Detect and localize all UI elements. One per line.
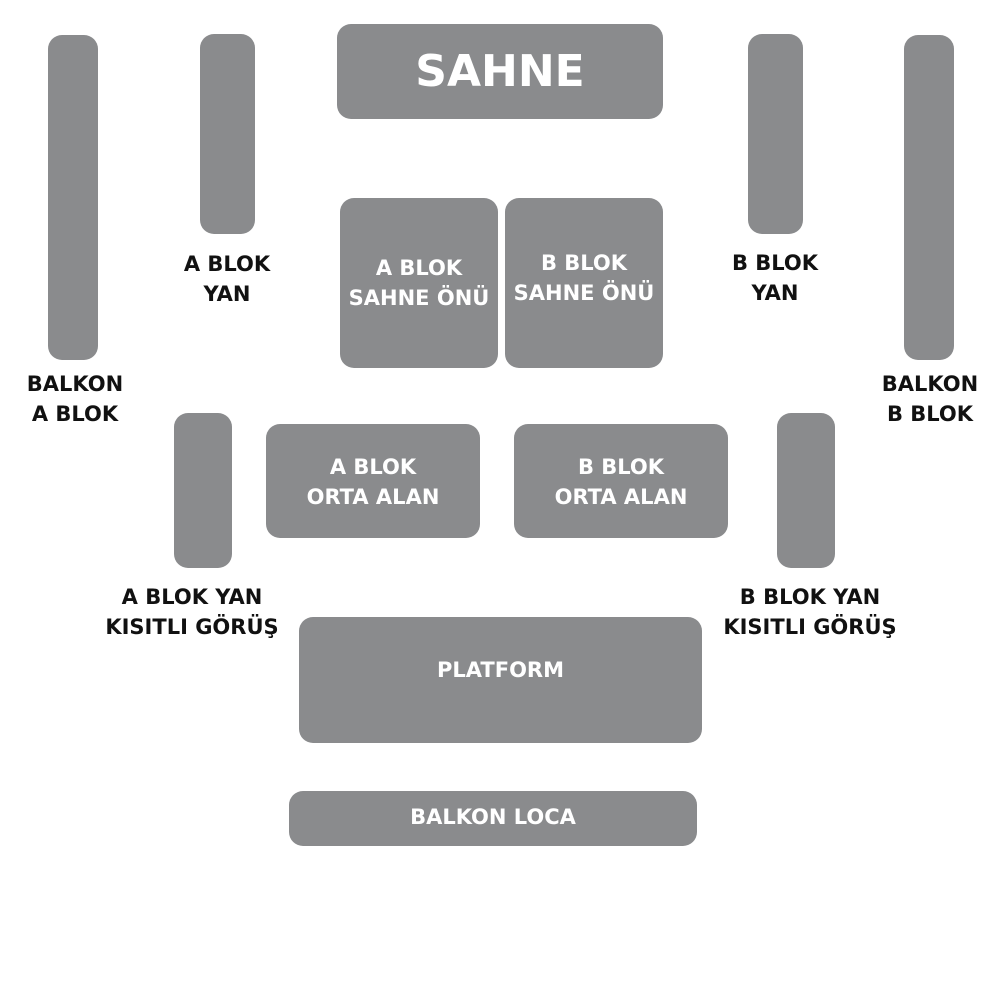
a-block-front-section[interactable]: A BLOK SAHNE ÖNÜ	[340, 198, 498, 368]
balcony-a-block-section[interactable]	[48, 35, 98, 360]
a-block-front-label: A BLOK SAHNE ÖNÜ	[348, 256, 490, 310]
a-side-section[interactable]	[200, 34, 255, 234]
balcony-b-label: BALKON B BLOK	[881, 372, 979, 426]
a-side-restricted-section[interactable]	[174, 413, 232, 568]
b-block-front-section[interactable]: B BLOK SAHNE ÖNÜ	[505, 198, 663, 368]
balcony-box-section[interactable]: BALKON LOCA	[289, 791, 697, 846]
b-side-label: B BLOK YAN	[731, 251, 819, 305]
b-block-middle-section[interactable]: B BLOK ORTA ALAN	[514, 424, 728, 538]
a-side-label: A BLOK YAN	[183, 252, 271, 306]
platform-section[interactable]: PLATFORM	[299, 617, 702, 743]
a-block-middle-section[interactable]: A BLOK ORTA ALAN	[266, 424, 480, 538]
a-side-restricted-label: A BLOK YAN KISITLI GÖRÜŞ	[105, 585, 279, 639]
b-side-section[interactable]	[748, 34, 803, 234]
b-side-restricted-label: B BLOK YAN KISITLI GÖRÜŞ	[723, 585, 897, 639]
stage-block[interactable]: SAHNE	[337, 24, 663, 119]
platform-label: PLATFORM	[437, 658, 564, 682]
b-side-restricted-section[interactable]	[777, 413, 835, 568]
b-block-middle-label: B BLOK ORTA ALAN	[554, 455, 688, 509]
balcony-a-label: BALKON A BLOK	[26, 372, 124, 426]
balcony-box-label: BALKON LOCA	[410, 805, 576, 829]
b-block-front-label: B BLOK SAHNE ÖNÜ	[513, 251, 655, 305]
a-block-middle-label: A BLOK ORTA ALAN	[306, 455, 440, 509]
balcony-b-block-section[interactable]	[904, 35, 954, 360]
stage-label: SAHNE	[415, 46, 585, 97]
